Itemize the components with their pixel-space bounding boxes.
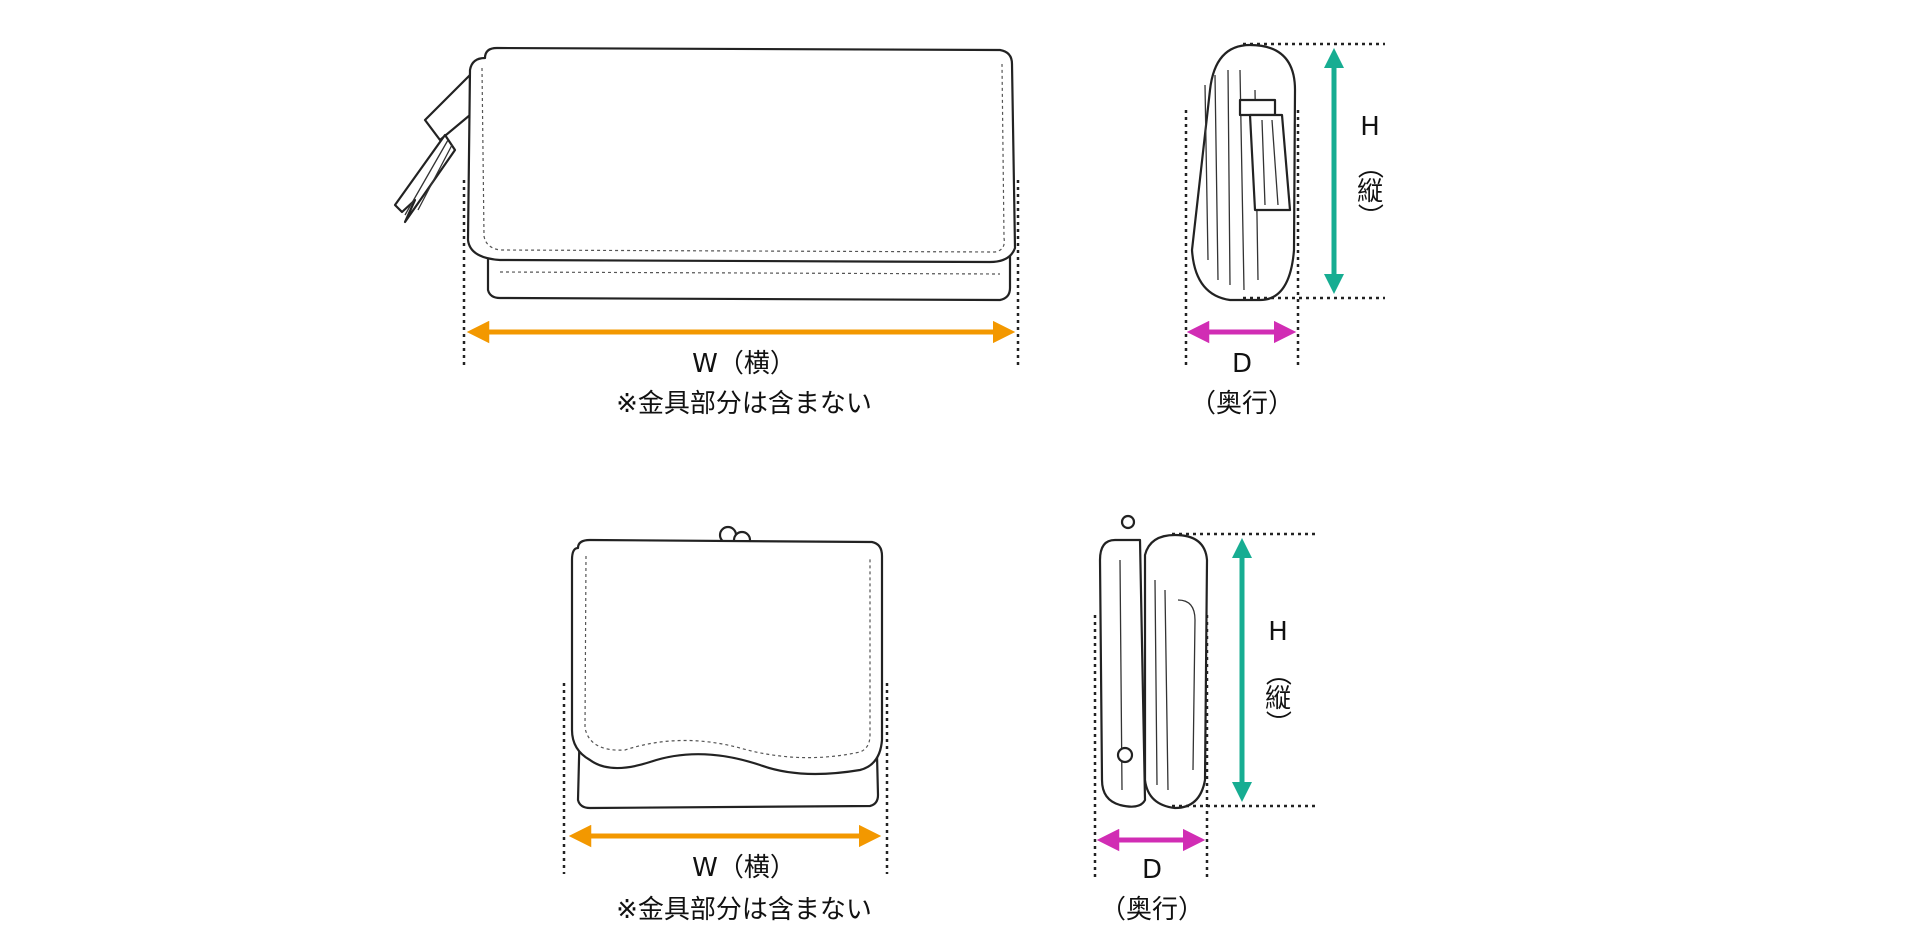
long-wallet-side-illustration (1190, 43, 1297, 302)
short-wallet-side-illustration (1098, 514, 1209, 810)
height-paren-close: ） (1262, 710, 1292, 736)
depth-sublabel: （奥行） (1100, 895, 1204, 925)
height-sublabel: 縦 (1357, 177, 1383, 207)
short-wallet-front-illustration (570, 525, 884, 810)
width-note: ※金具部分は含まない (616, 895, 872, 925)
width-note: ※金具部分は含まない (616, 389, 872, 419)
depth-label: D (1142, 855, 1162, 885)
long-wallet-front-illustration (393, 46, 1017, 302)
height-paren-open: （ (1354, 153, 1384, 179)
height-paren-open: （ (1262, 660, 1292, 686)
height-paren-close: ） (1354, 203, 1384, 229)
width-label: W（横） (692, 349, 796, 379)
height-label: H (1360, 112, 1380, 142)
depth-sublabel: （奥行） (1190, 389, 1294, 419)
tassel-icon (393, 73, 472, 224)
height-sublabel: 縦 (1265, 684, 1291, 714)
width-label: W（横） (692, 853, 796, 883)
height-label: H (1268, 617, 1288, 647)
depth-label: D (1232, 349, 1252, 379)
